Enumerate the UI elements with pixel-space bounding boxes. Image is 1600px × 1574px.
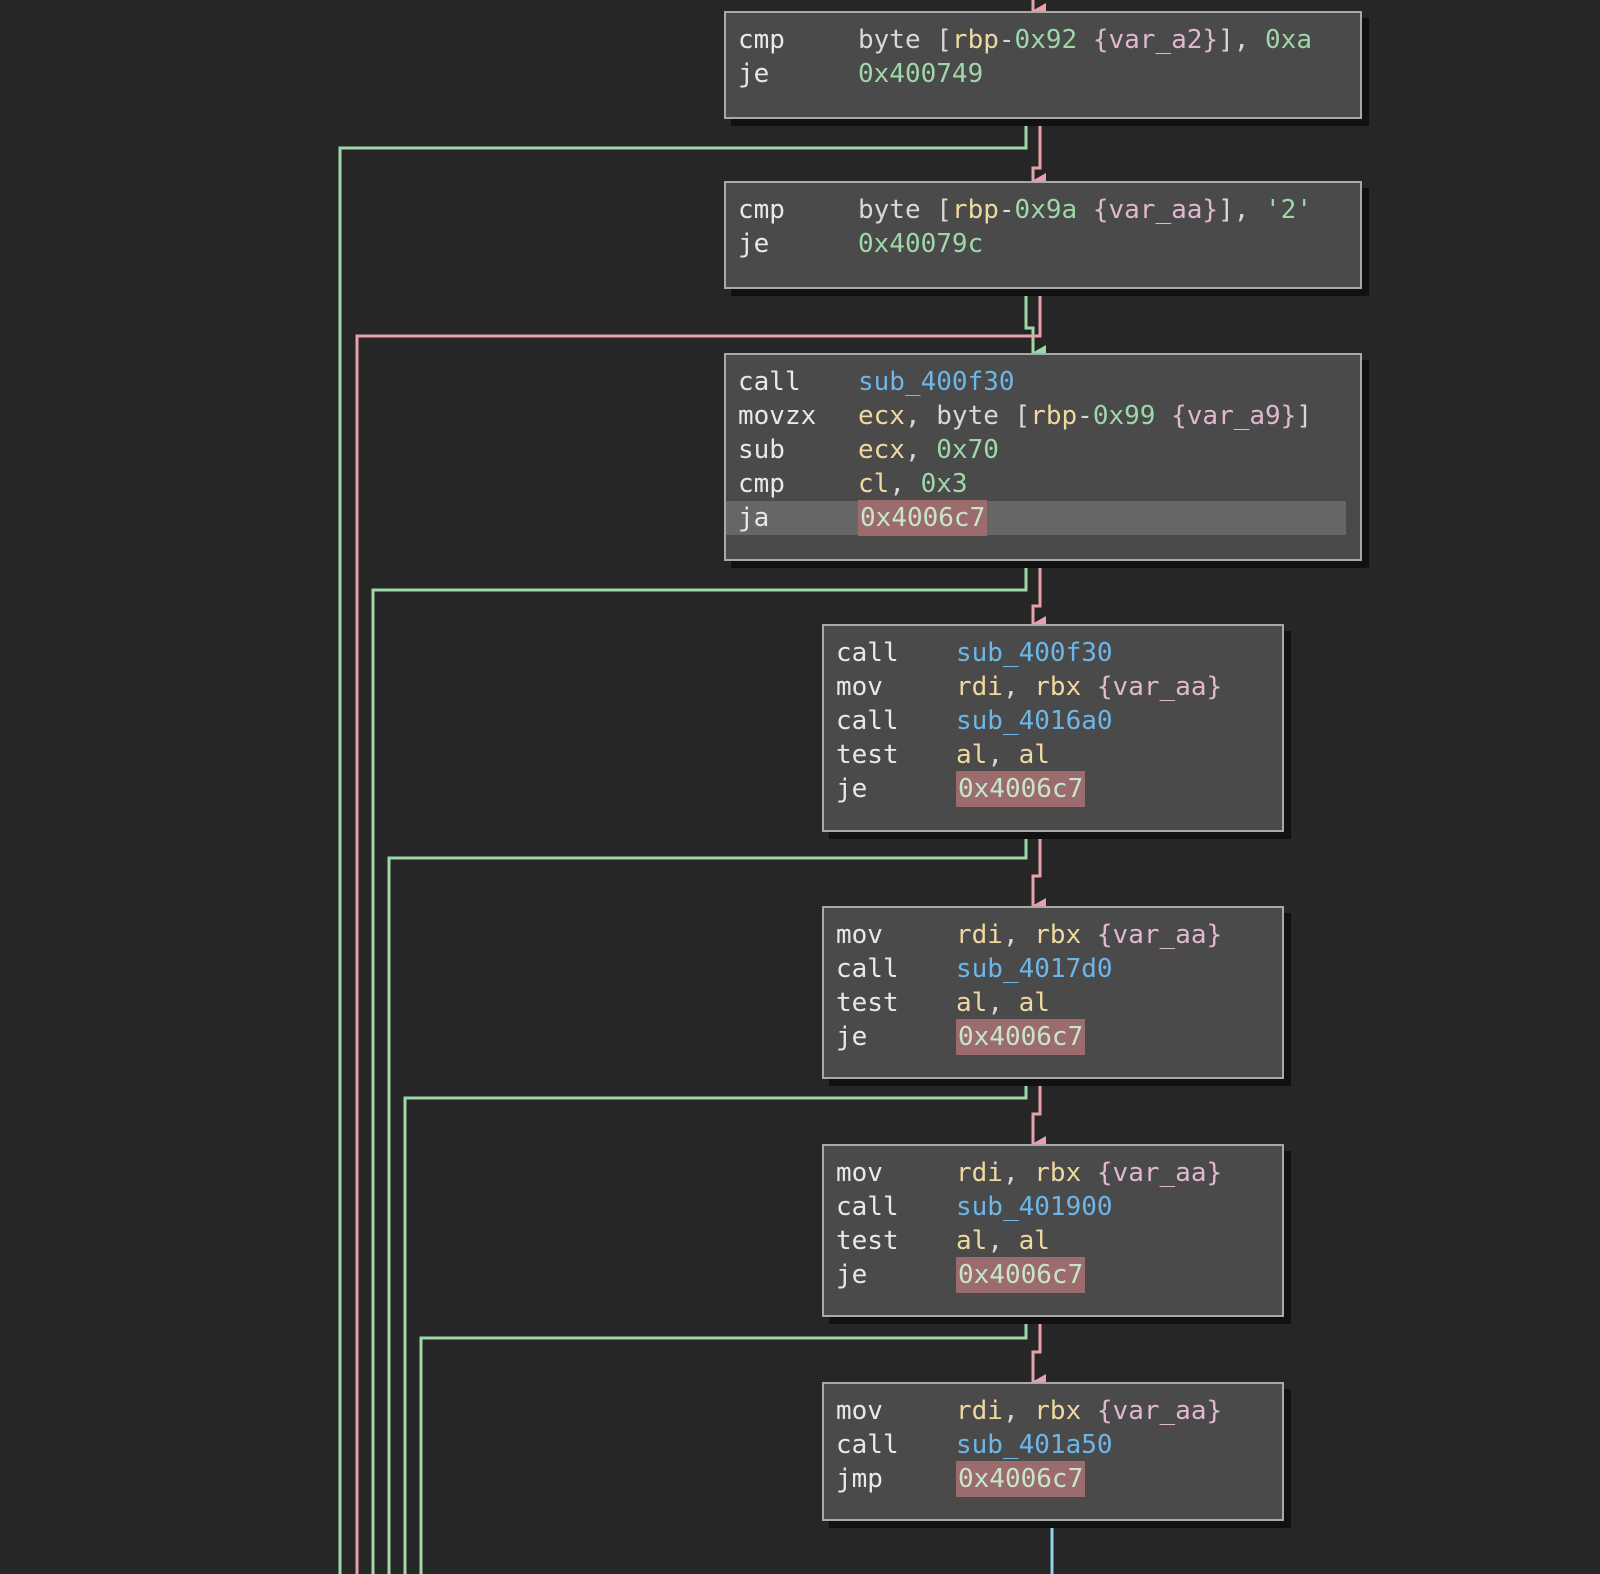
branch-target[interactable]: 0x40079c (858, 229, 984, 259)
mnemonic: call (836, 638, 899, 668)
instruction-row[interactable]: call sub_400f30 (726, 365, 1360, 399)
instruction-row[interactable]: je 0x4006c7 (824, 1257, 1282, 1293)
edge-bb1-false (1031, 119, 1046, 189)
call-target[interactable]: sub_400f30 (858, 367, 1015, 397)
mnemonic: je (836, 1022, 868, 1052)
instruction-row[interactable]: jmp 0x4006c7 (824, 1461, 1282, 1497)
basic-block[interactable]: mov rdi, rbx {var_aa} call sub_401900 te… (822, 1144, 1284, 1317)
mnemonic: je (836, 1260, 868, 1290)
instruction-row[interactable]: movzx ecx, byte [rbp-0x99 {var_a9}] (726, 399, 1360, 433)
mnemonic: cmp (738, 25, 785, 55)
branch-target-highlighted[interactable]: 0x4006c7 (956, 771, 1086, 807)
edge-bb2-true (1024, 289, 1046, 361)
instruction-row[interactable]: je 0x400749 (726, 57, 1360, 91)
mnemonic: mov (836, 672, 883, 702)
operands: ecx, byte [rbp-0x99 {var_a9}] (858, 401, 1312, 431)
mnemonic: call (836, 1192, 899, 1222)
basic-block[interactable]: call sub_400f30 movzx ecx, byte [rbp-0x9… (724, 353, 1362, 561)
mnemonic: call (738, 367, 801, 397)
mnemonic: cmp (738, 195, 785, 225)
edge-bb1-true (338, 119, 1028, 1574)
operands: byte [rbp-0x9a {var_aa}], '2' (858, 195, 1312, 225)
instruction-row[interactable]: test al, al (824, 986, 1282, 1020)
instruction-row[interactable]: je 0x4006c7 (824, 771, 1282, 807)
mnemonic: je (738, 229, 770, 259)
branch-target-highlighted[interactable]: 0x4006c7 (956, 1019, 1086, 1055)
instruction-row[interactable]: je 0x40079c (726, 227, 1360, 261)
operands: al, al (956, 988, 1050, 1018)
mnemonic: mov (836, 1158, 883, 1188)
mnemonic: mov (836, 920, 883, 950)
instruction-row[interactable]: test al, al (824, 1224, 1282, 1258)
instruction-row[interactable]: mov rdi, rbx {var_aa} (824, 1394, 1282, 1428)
instruction-row[interactable]: mov rdi, rbx {var_aa} (824, 670, 1282, 704)
operands: byte [rbp-0x92 {var_a2}], 0xa (858, 25, 1312, 55)
instruction-row[interactable]: mov rdi, rbx {var_aa} (824, 1156, 1282, 1190)
mnemonic: test (836, 1226, 899, 1256)
mnemonic: jmp (836, 1464, 883, 1494)
operands: ecx, 0x70 (858, 435, 999, 465)
branch-target-highlighted[interactable]: 0x4006c7 (956, 1461, 1086, 1497)
call-target[interactable]: sub_401a50 (956, 1430, 1113, 1460)
basic-block[interactable]: mov rdi, rbx {var_aa} call sub_4017d0 te… (822, 906, 1284, 1079)
instruction-row-selected[interactable]: ja 0x4006c7 (726, 500, 1346, 536)
operands: al, al (956, 740, 1050, 770)
edge-bb6-false (1031, 1317, 1046, 1390)
mnemonic: je (836, 774, 868, 804)
edge-bb4-false (1031, 832, 1046, 914)
call-target[interactable]: sub_4017d0 (956, 954, 1113, 984)
operands: rdi, rbx {var_aa} (956, 672, 1223, 702)
mnemonic: ja (738, 503, 770, 533)
instruction-row[interactable]: call sub_400f30 (824, 636, 1282, 670)
call-target[interactable]: sub_401900 (956, 1192, 1113, 1222)
operands: rdi, rbx {var_aa} (956, 920, 1223, 950)
mnemonic: test (836, 740, 899, 770)
instruction-row[interactable]: call sub_4016a0 (824, 704, 1282, 738)
mnemonic: call (836, 706, 899, 736)
mnemonic: call (836, 954, 899, 984)
mnemonic: je (738, 59, 770, 89)
instruction-row[interactable]: cmp byte [rbp-0x92 {var_a2}], 0xa (726, 23, 1360, 57)
operands: al, al (956, 1226, 1050, 1256)
basic-block[interactable]: call sub_400f30 mov rdi, rbx {var_aa} ca… (822, 624, 1284, 832)
instruction-row[interactable]: cmp cl, 0x3 (726, 467, 1360, 501)
operands: rdi, rbx {var_aa} (956, 1396, 1223, 1426)
basic-block[interactable]: cmp byte [rbp-0x9a {var_aa}], '2' je 0x4… (724, 181, 1362, 289)
edge-bb5-false (1031, 1079, 1046, 1152)
basic-block[interactable]: mov rdi, rbx {var_aa} call sub_401a50 jm… (822, 1382, 1284, 1521)
operands: rdi, rbx {var_aa} (956, 1158, 1223, 1188)
instruction-row[interactable]: test al, al (824, 738, 1282, 772)
mnemonic: call (836, 1430, 899, 1460)
instruction-row[interactable]: call sub_401a50 (824, 1428, 1282, 1462)
edge-bb3-false (1031, 561, 1046, 632)
branch-target-highlighted[interactable]: 0x4006c7 (858, 500, 988, 536)
mnemonic: cmp (738, 469, 785, 499)
instruction-row[interactable]: sub ecx, 0x70 (726, 433, 1360, 467)
mnemonic: sub (738, 435, 785, 465)
operands: cl, 0x3 (858, 469, 968, 499)
branch-target-highlighted[interactable]: 0x4006c7 (956, 1257, 1086, 1293)
instruction-row[interactable]: cmp byte [rbp-0x9a {var_aa}], '2' (726, 193, 1360, 227)
call-target[interactable]: sub_4016a0 (956, 706, 1113, 736)
mnemonic: mov (836, 1396, 883, 1426)
call-target[interactable]: sub_400f30 (956, 638, 1113, 668)
branch-target[interactable]: 0x400749 (858, 59, 984, 89)
basic-block[interactable]: cmp byte [rbp-0x92 {var_a2}], 0xa je 0x4… (724, 11, 1362, 119)
instruction-row[interactable]: call sub_401900 (824, 1190, 1282, 1224)
mnemonic: test (836, 988, 899, 1018)
mnemonic: movzx (738, 401, 817, 431)
instruction-row[interactable]: je 0x4006c7 (824, 1019, 1282, 1055)
instruction-row[interactable]: mov rdi, rbx {var_aa} (824, 918, 1282, 952)
instruction-row[interactable]: call sub_4017d0 (824, 952, 1282, 986)
